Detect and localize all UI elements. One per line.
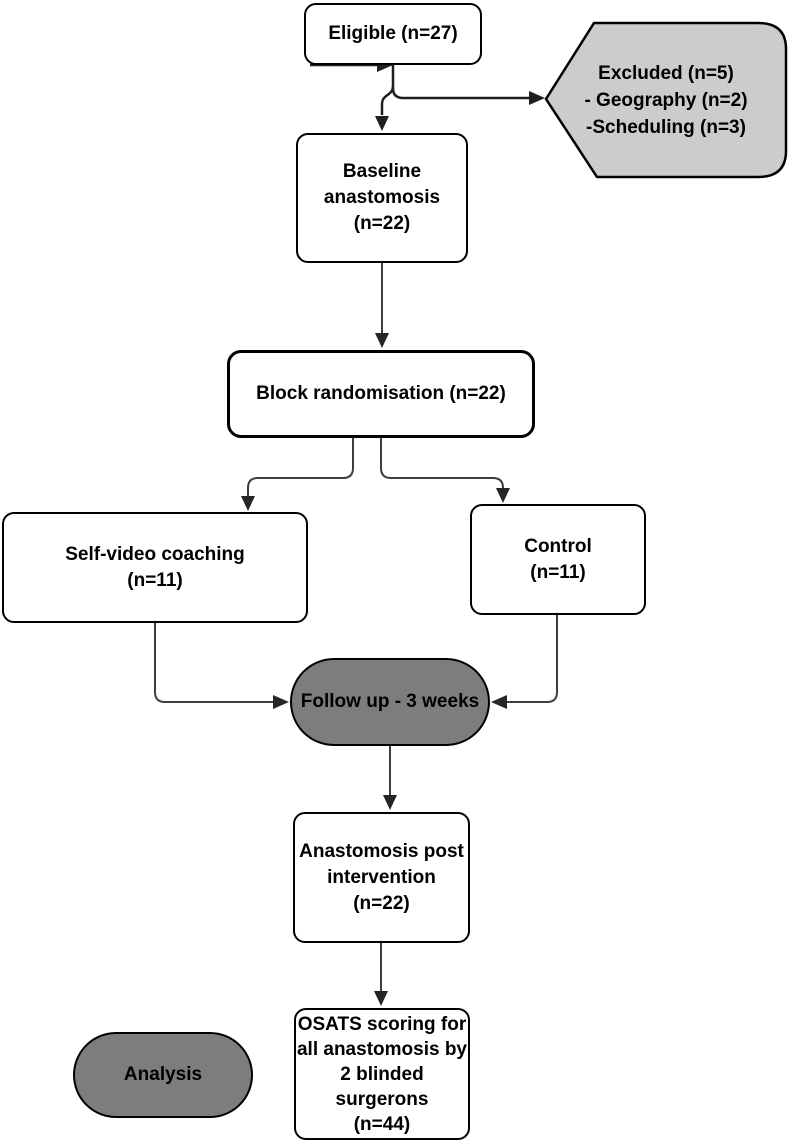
node-baseline-anastomosis: Baseline anastomosis (n=22) xyxy=(296,133,468,263)
arrowhead-osats xyxy=(374,991,388,1006)
edge-selfvideo-followup xyxy=(154,623,273,703)
arrowhead-control xyxy=(496,488,510,503)
edge-eligible-baseline xyxy=(380,85,395,115)
node-eligible-label: Eligible (n=27) xyxy=(328,23,458,44)
edge-control-followup xyxy=(507,615,558,703)
node-randomisation-label: Block randomisation (n=22) xyxy=(256,383,506,404)
edge-randomisation-selfvideo xyxy=(247,438,354,496)
node-post-intervention-label: Anastomosis post intervention (n=22) xyxy=(299,840,464,914)
node-follow-up-label: Follow up - 3 weeks xyxy=(300,691,480,712)
node-control: Control (n=11) xyxy=(470,504,646,615)
arrowhead-followup-left xyxy=(273,695,289,709)
arrowhead-selfvideo xyxy=(241,496,255,511)
node-excluded: Excluded (n=5) - Geography (n=2) -Schedu… xyxy=(546,23,786,177)
arrowhead-followup-right xyxy=(491,695,507,709)
node-self-video-label: Self-video coaching (n=11) xyxy=(65,543,245,591)
node-analysis-label: Analysis xyxy=(123,1064,203,1085)
edge-eligible-excluded xyxy=(391,64,529,100)
node-analysis: Analysis xyxy=(73,1032,253,1118)
node-eligible: Eligible (n=27) xyxy=(304,3,482,65)
node-block-randomisation: Block randomisation (n=22) xyxy=(227,350,535,438)
node-follow-up: Follow up - 3 weeks xyxy=(290,658,490,746)
edge-randomisation-control xyxy=(380,438,504,489)
arrowhead-randomisation xyxy=(375,333,389,348)
node-control-label: Control (n=11) xyxy=(524,535,592,583)
arrowhead-excluded xyxy=(529,91,545,105)
excluded-hexagon-shape xyxy=(544,21,788,179)
node-excluded-label: Excluded (n=5) - Geography (n=2) -Schedu… xyxy=(584,62,748,138)
node-self-video-coaching: Self-video coaching (n=11) xyxy=(2,512,308,623)
node-osats-scoring: OSATS scoring for all anastomosis by 2 b… xyxy=(294,1008,470,1140)
node-baseline-label: Baseline anastomosis (n=22) xyxy=(323,161,441,234)
arrowhead-baseline xyxy=(375,116,389,131)
arrowhead-postintervention xyxy=(383,795,397,810)
node-anastomosis-post-intervention: Anastomosis post intervention (n=22) xyxy=(293,812,470,943)
node-osats-label: OSATS scoring for all anastomosis by 2 b… xyxy=(296,1013,467,1135)
